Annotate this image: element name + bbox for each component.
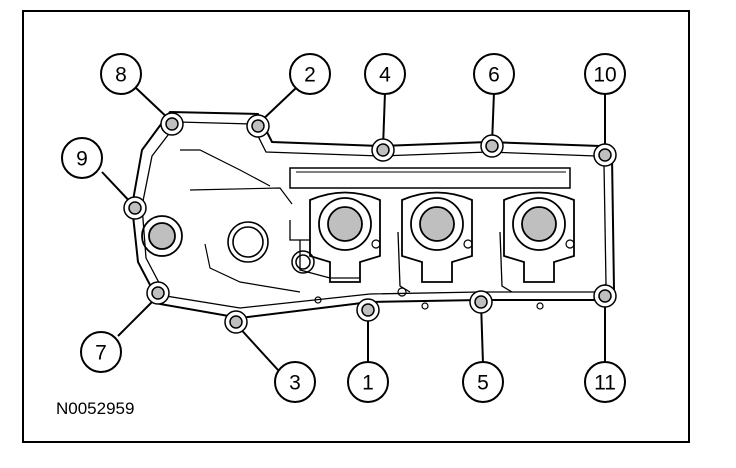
bolt-6	[480, 134, 504, 158]
valve-cover	[130, 110, 616, 320]
callout-11: 11	[584, 361, 626, 403]
bolt-9	[123, 196, 147, 220]
breather-port	[227, 221, 269, 263]
callout-7: 7	[80, 331, 122, 373]
svg-text:10: 10	[593, 64, 616, 87]
callouts: 8 2 4 6 10 9 7 3 1 5 11	[61, 53, 626, 403]
callout-8: 8	[100, 53, 142, 95]
svg-text:1: 1	[362, 372, 374, 395]
callout-9: 9	[61, 137, 103, 179]
svg-text:5: 5	[477, 372, 489, 395]
svg-text:4: 4	[379, 64, 391, 87]
svg-text:3: 3	[289, 372, 301, 395]
callout-1: 1	[347, 361, 389, 403]
svg-text:7: 7	[95, 342, 107, 365]
bolt-10	[593, 143, 617, 167]
plug-tube-right	[503, 191, 575, 283]
small-port	[291, 250, 315, 274]
callout-4: 4	[364, 53, 406, 95]
bolt-7	[146, 281, 170, 305]
svg-text:6: 6	[488, 64, 500, 87]
bolt-8	[160, 112, 184, 136]
bolt-11	[593, 284, 617, 308]
plug-tube-left	[309, 191, 381, 283]
callout-2: 2	[289, 53, 331, 95]
bolt-3	[224, 310, 248, 334]
small-holes	[314, 239, 575, 310]
plug-tube-center	[401, 191, 473, 283]
svg-text:9: 9	[76, 148, 88, 171]
bolt-1	[356, 298, 380, 322]
callout-3: 3	[274, 361, 316, 403]
callout-6: 6	[473, 53, 515, 95]
callout-10: 10	[584, 53, 626, 95]
svg-text:11: 11	[594, 372, 616, 395]
bolt-2	[246, 114, 270, 138]
svg-text:8: 8	[115, 64, 127, 87]
bolt-4	[371, 138, 395, 162]
bolt-5	[469, 290, 493, 314]
svg-text:2: 2	[304, 64, 316, 87]
callout-5: 5	[462, 361, 504, 403]
figure-id: N0052959	[56, 399, 134, 418]
bolts	[123, 112, 617, 334]
oil-fill-port	[141, 215, 183, 257]
